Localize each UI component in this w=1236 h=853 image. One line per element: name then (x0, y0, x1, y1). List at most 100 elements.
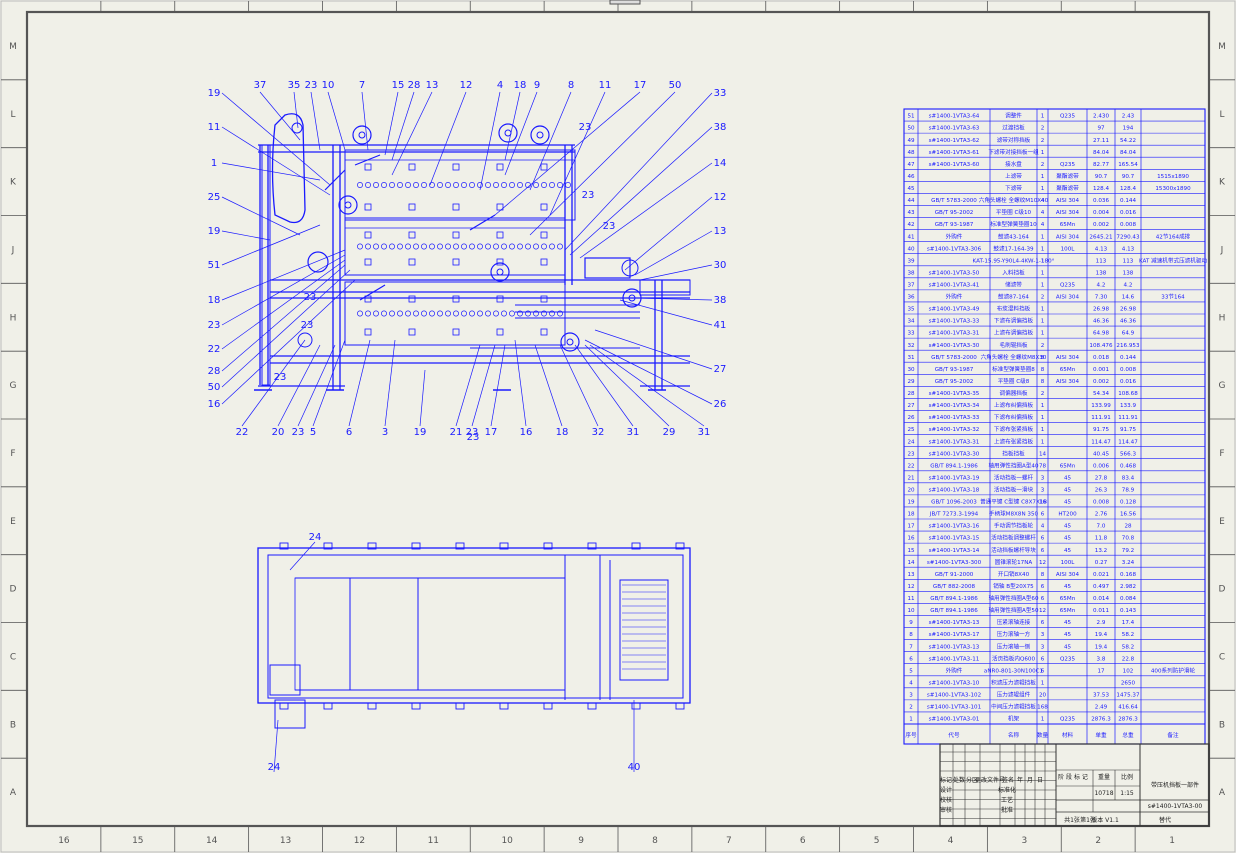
bom-cell: 3 (909, 693, 913, 699)
bom-cell: s#1400-1VTA3-11 (929, 656, 980, 662)
bom-cell: 1 (1041, 403, 1045, 409)
balloon-label: 22 (236, 427, 249, 438)
press-roller (453, 182, 459, 188)
bearing-top (323, 542, 333, 550)
bom-cell: GB/T 894.1-1986 (930, 596, 978, 602)
top-motor (269, 664, 301, 696)
bearing-block (408, 203, 416, 211)
bom-cell: 46.36 (1120, 319, 1136, 325)
bearing-top (499, 542, 509, 550)
zone-row-label: M (9, 42, 17, 52)
bom-cell: 1 (1041, 427, 1045, 433)
top-view (257, 542, 691, 729)
bom-cell: 113 (1096, 258, 1107, 264)
bom-cell: 手动调节挡板轮 (994, 522, 1034, 530)
leader-line (384, 91, 399, 156)
balloon-label: 30 (714, 260, 727, 271)
bom-cell: 六角头螺栓 全螺纹M8X30 (981, 353, 1047, 361)
bom-cell: AISI 304 (1056, 572, 1080, 578)
bom-cell: 4.2 (1097, 283, 1106, 289)
bom-cell: 9 (909, 620, 913, 626)
bom-cell: 14 (907, 560, 915, 566)
zone-row-label: K (10, 178, 17, 188)
leader-line (221, 269, 351, 388)
zone-row-label: G (1219, 381, 1226, 391)
bom-cell: AISI 304 (1056, 198, 1080, 204)
bom-cell: 4 (909, 680, 913, 686)
leader-line (312, 339, 346, 427)
bom-header-cell: 序号 (905, 731, 917, 739)
handwheel-hub (358, 131, 366, 139)
leader-line (504, 91, 538, 176)
leader-line (529, 91, 676, 236)
balloon-label: 37 (254, 80, 267, 91)
bom-cell: 111.91 (1118, 415, 1138, 421)
balloon-label: 23 (304, 292, 317, 303)
leader-line (310, 91, 321, 151)
bom-cell: 0.006 (1093, 463, 1109, 469)
bom-cell: 上滤带 (1005, 172, 1022, 180)
press-roller (501, 182, 507, 188)
bom-cell: 6 (909, 656, 913, 662)
bom-cell: GB/T 95-2002 (935, 210, 974, 216)
tension-arm (469, 214, 496, 231)
press-roller (421, 182, 427, 188)
bom-cell: 65Mn (1060, 222, 1076, 228)
bom-header-cell: 总重 (1122, 731, 1134, 739)
bom-cell: 16 (1039, 500, 1047, 506)
bom-cell: 2.49 (1095, 705, 1108, 711)
bom-cell: 1 (1041, 307, 1045, 313)
balloon-label: 20 (272, 427, 285, 438)
balloon-label: 32 (592, 427, 605, 438)
press-roller (357, 310, 363, 317)
revision-label: 日 (1037, 777, 1043, 784)
bom-cell: s#1400-1VTA3-32 (929, 427, 980, 433)
bom-cell: 压力滚轴一方 (997, 630, 1031, 638)
press-roller (413, 310, 419, 317)
leader-line (490, 344, 506, 427)
bom-cell: Q235 (1060, 717, 1076, 723)
bom-cell: 6 (1041, 536, 1045, 542)
zone-column-label: 13 (280, 836, 291, 846)
bom-cell: 2645.21 (1089, 234, 1113, 240)
leader-line (221, 264, 346, 372)
bearing-block (496, 328, 504, 336)
press-roller (365, 182, 371, 188)
bom-header-cell: 数量 (1037, 731, 1049, 739)
bom-cell: 0.128 (1120, 500, 1136, 506)
zone-column-label: 7 (726, 836, 732, 846)
bom-cell: 6 (1041, 512, 1045, 518)
bom-cell: 下滤带 (1005, 184, 1022, 192)
bom-cell: s#1400-1VTA3-17 (929, 632, 980, 638)
bom-cell: 轴用弹性挡圈A型40 (988, 461, 1039, 469)
roller-tray (344, 281, 566, 346)
bom-cell: 70.8 (1122, 536, 1135, 542)
bom-cell: 外购件 (946, 666, 963, 674)
bearing-bottom (279, 702, 289, 710)
bom-cell: 1 (1041, 174, 1045, 180)
balloon-label: 51 (208, 260, 221, 271)
bearing-block (496, 295, 504, 303)
balloon-label: 16 (208, 399, 221, 410)
role-label: 设计 (940, 786, 952, 794)
bom-cell: 11 (907, 596, 915, 602)
bom-cell: 0.004 (1093, 210, 1109, 216)
bom-cell: 6 (1041, 668, 1045, 674)
scale-header: 比例 (1121, 773, 1133, 781)
bom-cell: 39 (907, 258, 915, 264)
bom-cell: 45 (907, 186, 915, 192)
bom-cell: 0.016 (1120, 210, 1136, 216)
bom-cell: 46 (907, 174, 915, 180)
balloon-label: 10 (322, 80, 335, 91)
handwheel (498, 123, 518, 143)
bom-cell: s#1400-1VTA3-10 (929, 680, 980, 686)
bom-cell: 45 (1064, 632, 1072, 638)
bom-cell: 26.98 (1093, 307, 1109, 313)
bom-cell: 2.9 (1097, 620, 1106, 626)
bom-cell: 鼓滤17-164-39 (993, 244, 1034, 252)
role-label: 审核 (940, 806, 952, 814)
bom-cell: KAT 减速机带式压滤机驱动 (1139, 256, 1208, 264)
leader-line (574, 344, 634, 427)
